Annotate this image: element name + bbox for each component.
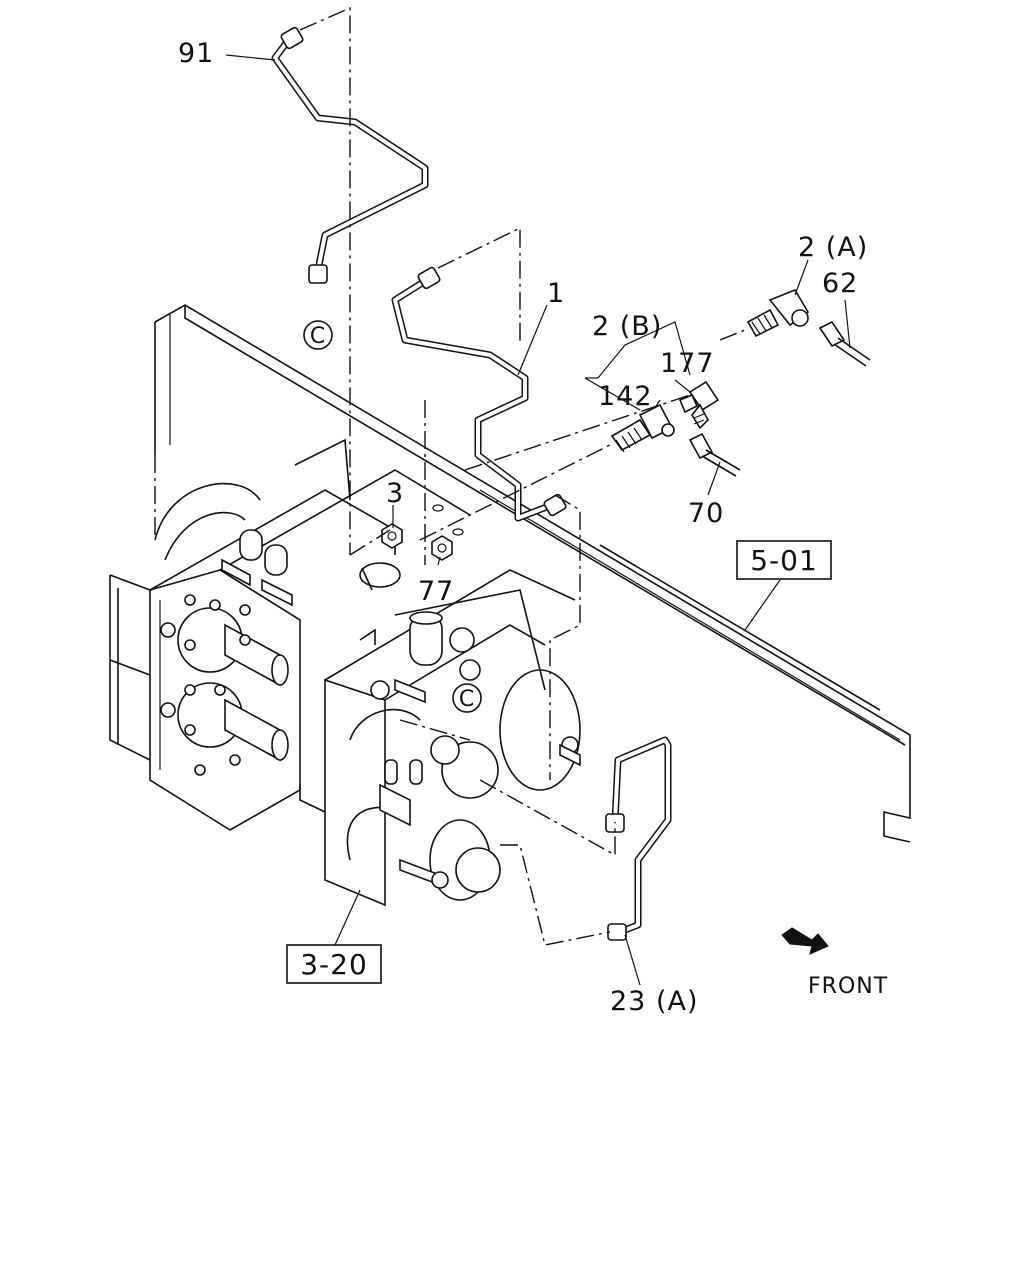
callout-91: 91: [178, 38, 214, 69]
circle-marker-c-top: C: [303, 320, 333, 350]
callout-70: 70: [688, 498, 724, 529]
fitting-177: [678, 380, 720, 430]
fitting-142: [610, 403, 675, 453]
ref-box-5-01[interactable]: 5-01: [736, 540, 832, 580]
circle-marker-c-mid: C: [452, 683, 482, 713]
ref-box-5-01-label: 5-01: [750, 544, 818, 577]
callout-62: 62: [822, 268, 858, 299]
callout-3: 3: [386, 478, 404, 509]
right-valve-assembly: [299, 569, 581, 907]
callout-77: 77: [418, 576, 454, 607]
ref-box-3-20[interactable]: 3-20: [286, 944, 382, 984]
front-label: FRONT: [808, 974, 888, 999]
fitting-62: [818, 320, 871, 367]
callout-2b: 2 (B): [592, 311, 662, 342]
pipe-1: [391, 266, 567, 522]
leader-lines: [225, 54, 851, 986]
nut-3: [381, 523, 403, 549]
phantom-lines: [154, 6, 746, 946]
pipe-91: [271, 26, 429, 284]
pipe-23a: [605, 736, 672, 941]
left-valve-block: [109, 438, 471, 831]
fitting-2a: [746, 289, 810, 338]
fitting-70: [688, 432, 741, 477]
nut-77: [431, 504, 464, 561]
circle-marker-c-mid-label: C: [459, 687, 475, 712]
callout-23a: 23 (A): [610, 986, 698, 1017]
ref-box-3-20-label: 3-20: [300, 948, 368, 981]
callout-1: 1: [547, 278, 565, 309]
frame-rail: [154, 304, 911, 843]
circle-marker-c-top-label: C: [310, 324, 326, 349]
callout-142: 142: [598, 381, 653, 412]
callout-177: 177: [660, 348, 715, 379]
front-arrow-icon: [781, 927, 829, 955]
callout-2a: 2 (A): [798, 232, 868, 263]
